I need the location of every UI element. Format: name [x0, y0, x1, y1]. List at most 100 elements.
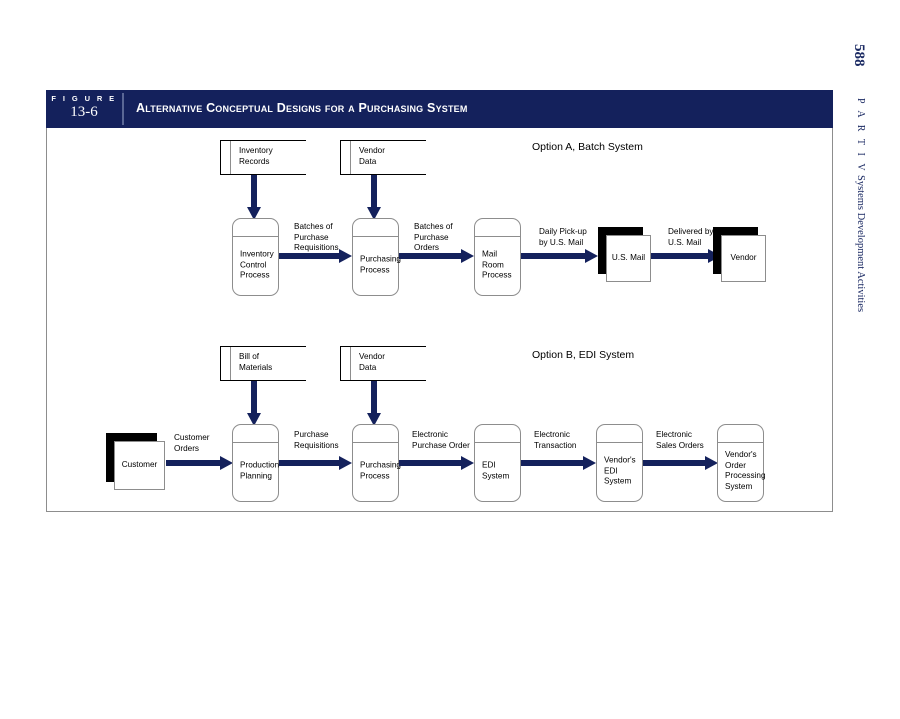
arrow-purchasing-to-mail-room — [399, 249, 474, 263]
arrow-shaft — [521, 460, 583, 466]
process-divider — [475, 442, 520, 443]
arrow-purchasing-to-edi-system — [399, 456, 474, 470]
arrow-head — [461, 249, 474, 263]
arrow-vendor-data-to-purchasing-process — [367, 175, 381, 220]
process-divider — [233, 236, 278, 237]
process-vendors-order-processing-system: Vendor's Order Processing System — [717, 424, 766, 502]
process-purchasing-process-b: Purchasing Process — [352, 424, 401, 502]
entity-face — [606, 235, 651, 282]
process-vendors-edi-system: Vendor's EDI System — [596, 424, 643, 502]
part-title: Systems Development Activities — [855, 175, 866, 313]
entity-label: Vendor — [730, 253, 757, 263]
entity-label: U.S. Mail — [611, 253, 646, 263]
figure-title-bar: F I G U R E 13-6 Alternative Conceptual … — [46, 90, 833, 128]
process-label: Vendor's Order Processing System — [725, 450, 766, 491]
arrow-head — [247, 207, 261, 220]
flow-label-customer-orders: Customer Orders — [174, 433, 210, 453]
entity-vendor: Vendor — [713, 227, 766, 282]
flow-label-electronic-transaction: Electronic Transaction — [534, 430, 577, 450]
arrow-shaft — [371, 175, 377, 207]
arrow-shaft — [166, 460, 220, 466]
process-purchasing-process: Purchasing Process — [352, 218, 401, 296]
arrow-mail-room-to-us-mail — [521, 249, 598, 263]
process-label: Purchasing Process — [360, 254, 401, 275]
store-inventory-records: Inventory Records — [220, 140, 306, 175]
arrow-head — [367, 413, 381, 426]
store-label: Bill of Materials — [239, 352, 273, 372]
arrow-head — [247, 413, 261, 426]
option-b-title: Option B, EDI System — [532, 349, 635, 361]
process-divider — [353, 236, 398, 237]
arrow-head — [367, 207, 381, 220]
flow-label-batches-of-purchase-requisitions: Batches of Purchase Requisitions — [294, 222, 339, 252]
process-label: Production Planning — [240, 460, 280, 481]
arrow-shaft — [251, 381, 257, 413]
process-divider — [233, 442, 278, 443]
arrow-head — [339, 456, 352, 470]
page-number: 588 — [851, 44, 867, 67]
option-a-title: Option A, Batch System — [532, 141, 643, 153]
flow-label-electronic-sales-orders: Electronic Sales Orders — [656, 430, 704, 450]
arrow-head — [583, 456, 596, 470]
diagram-canvas: Option A, Batch System Inventory Records… — [46, 128, 833, 512]
process-inventory-control-process: Inventory Control Process — [232, 218, 279, 296]
process-divider — [475, 236, 520, 237]
process-divider — [353, 442, 398, 443]
arrow-vendor-data-to-purchasing-process-b — [367, 381, 381, 426]
arrow-shaft — [399, 460, 461, 466]
flow-label-daily-pickup-by-us-mail: Daily Pick-up by U.S. Mail — [539, 227, 587, 247]
figure-caption: Alternative Conceptual Designs for a Pur… — [136, 101, 468, 115]
store-label: Vendor Data — [359, 352, 385, 372]
arrow-head — [339, 249, 352, 263]
process-divider — [597, 442, 642, 443]
page-margin-column: 588 P A R T I V Systems Development Acti… — [845, 0, 885, 719]
flow-label-electronic-purchase-order: Electronic Purchase Order — [412, 430, 470, 450]
store-rule — [350, 347, 351, 380]
arrow-head — [461, 456, 474, 470]
arrow-us-mail-to-vendor — [651, 249, 721, 263]
arrow-head — [705, 456, 718, 470]
arrow-head — [585, 249, 598, 263]
entity-us-mail: U.S. Mail — [598, 227, 651, 282]
arrow-shaft — [279, 253, 339, 259]
arrow-shaft — [371, 381, 377, 413]
arrow-shaft — [521, 253, 585, 259]
arrow-production-planning-to-purchasing — [279, 456, 352, 470]
entity-customer: Customer — [106, 433, 165, 490]
store-bill-of-materials: Bill of Materials — [220, 346, 306, 381]
arrow-head — [220, 456, 233, 470]
arrow-edi-system-to-vendors-edi-system — [521, 456, 596, 470]
process-label: Inventory Control Process — [240, 249, 274, 280]
process-production-planning: Production Planning — [232, 424, 279, 502]
arrow-shaft — [251, 175, 257, 207]
store-rule — [230, 141, 231, 174]
arrow-inventory-records-to-inventory-control — [247, 175, 261, 220]
arrow-shaft — [279, 460, 339, 466]
store-vendor-data: Vendor Data — [340, 140, 426, 175]
flow-label-delivered-by-us-mail: Delivered by U.S. Mail — [668, 227, 714, 247]
figure-word-label: F I G U R E — [51, 94, 117, 103]
figure-number-label: 13-6 — [70, 104, 98, 120]
arrow-shaft — [399, 253, 461, 259]
process-mail-room-process: Mail Room Process — [474, 218, 521, 296]
flow-label-batches-of-purchase-orders: Batches of Purchase Orders — [414, 222, 453, 252]
entity-label: Customer — [121, 460, 158, 470]
process-divider — [718, 442, 763, 443]
store-rule — [350, 141, 351, 174]
process-label: EDI System — [482, 460, 510, 481]
arrow-shaft — [651, 253, 708, 259]
arrow-vendors-edi-to-order-processing — [643, 456, 718, 470]
arrow-customer-to-production-planning — [166, 456, 233, 470]
store-label: Inventory Records — [239, 146, 273, 166]
process-label: Mail Room Process — [482, 249, 512, 280]
store-rule — [230, 347, 231, 380]
arrow-bill-of-materials-to-production-planning — [247, 381, 261, 426]
flow-label-purchase-requisitions: Purchase Requisitions — [294, 430, 339, 450]
entity-face — [114, 441, 165, 490]
process-label: Vendor's EDI System — [604, 455, 636, 486]
process-label: Purchasing Process — [360, 460, 401, 481]
title-divider — [122, 93, 124, 125]
arrow-inventory-control-to-purchasing — [279, 249, 352, 263]
entity-face — [721, 235, 766, 282]
figure-number-block: F I G U R E 13-6 — [46, 90, 122, 128]
